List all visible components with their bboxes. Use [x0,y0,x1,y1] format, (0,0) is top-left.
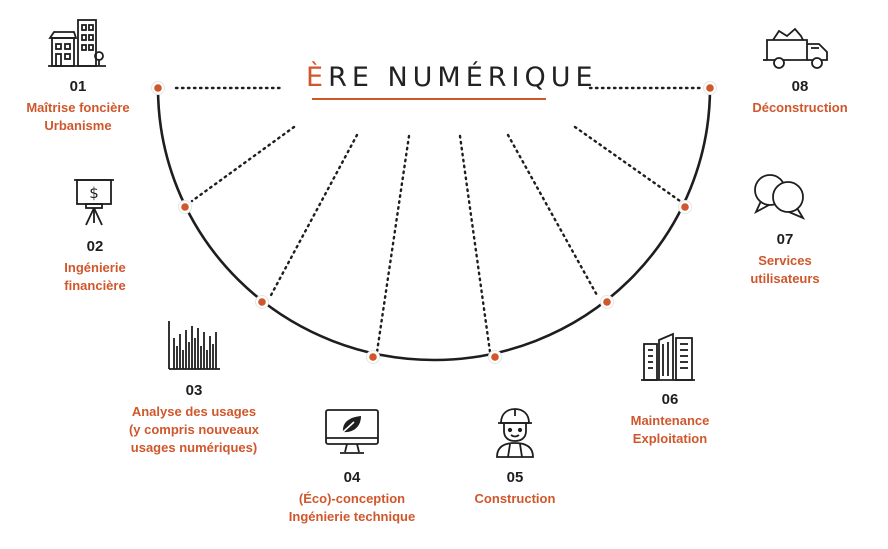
stage-04: 04 (Éco)-conception Ingénierie technique [262,468,442,526]
stage-label-line: utilisateurs [750,271,820,286]
dotted-connector [190,125,296,203]
dotted-connector [268,133,359,299]
stage-label-line: financière [64,278,126,293]
stage-label: (Éco)-conception Ingénierie technique [262,490,442,526]
arc-node [255,295,269,309]
stage-05: 05 Construction [440,468,590,508]
bar-graph-icon [168,321,220,370]
stage-label: Construction [440,490,590,508]
stage-label: Ingénierie financière [20,259,170,295]
arc-node [151,81,165,95]
construction-worker-icon [496,408,534,458]
arc-node [488,350,502,364]
arc-node [178,200,192,214]
skyscrapers-icon [641,332,695,381]
stage-label: Services utilisateurs [710,252,860,288]
stage-08: 08 Déconstruction [725,77,875,117]
stage-label-line: (Éco)-conception [298,491,406,506]
stage-02: 02 Ingénierie financière [20,237,170,295]
dotted-connector [573,125,682,203]
city-buildings-icon [48,19,106,67]
presentation-board-dollar-icon: $ [74,179,114,226]
stage-label-line: (y compris nouveaux [128,422,260,437]
stage-number: 03 [185,382,203,399]
stage-number: 05 [506,469,524,486]
arc-node [366,350,380,364]
stage-label: Maintenance Exploitation [595,412,745,448]
stage-label: Maîtrise foncière Urbanisme [0,99,156,135]
stage-01: 01 Maîtrise foncière Urbanisme [0,77,156,135]
era-title: ÈRE NUMÉRIQUE [306,58,593,100]
stage-number: 04 [343,469,361,486]
dotted-connector [375,134,411,354]
stage-06: 06 Maintenance Exploitation [595,390,745,448]
dotted-connectors [174,86,704,354]
title-text: RE NUMÉRIQUE [328,62,598,93]
stage-label-line: Déconstruction [752,100,848,115]
stage-number: 07 [776,231,794,248]
stage-label-line: Services [758,253,812,268]
stage-label: Analyse des usages (y compris nouveaux u… [100,403,288,457]
dotted-connector [506,133,600,299]
arc-node [600,295,614,309]
title-underline [312,98,546,100]
arc-nodes [151,81,717,364]
dotted-connector [458,134,492,354]
stage-number: 01 [69,78,87,95]
stage-number: 06 [661,391,679,408]
speech-bubbles-icon [754,174,806,220]
monitor-leaf-icon [325,409,379,454]
stage-07: 07 Services utilisateurs [710,230,860,288]
stage-label-line: Construction [474,491,556,506]
stage-label-line: Ingénierie technique [288,509,416,524]
stage-label: Déconstruction [725,99,875,117]
stage-label-line: Analyse des usages [131,404,257,419]
arc-node [678,200,692,214]
stage-number: 02 [86,238,104,255]
stage-label-line: Ingénierie [64,260,126,275]
stage-label-line: usages numériques) [130,440,258,455]
arc-node [703,81,717,95]
stage-03: 03 Analyse des usages (y compris nouveau… [100,381,288,457]
dump-truck-icon [763,27,828,69]
title-accent-letter: È [306,62,329,93]
stage-label-line: Exploitation [632,431,708,446]
svg-text:$: $ [89,184,99,202]
stage-label-line: Maîtrise foncière [26,100,130,115]
stage-number: 08 [791,78,809,95]
arc-line [156,87,712,362]
stage-label-line: Maintenance [630,413,710,428]
stage-label-line: Urbanisme [44,118,112,133]
